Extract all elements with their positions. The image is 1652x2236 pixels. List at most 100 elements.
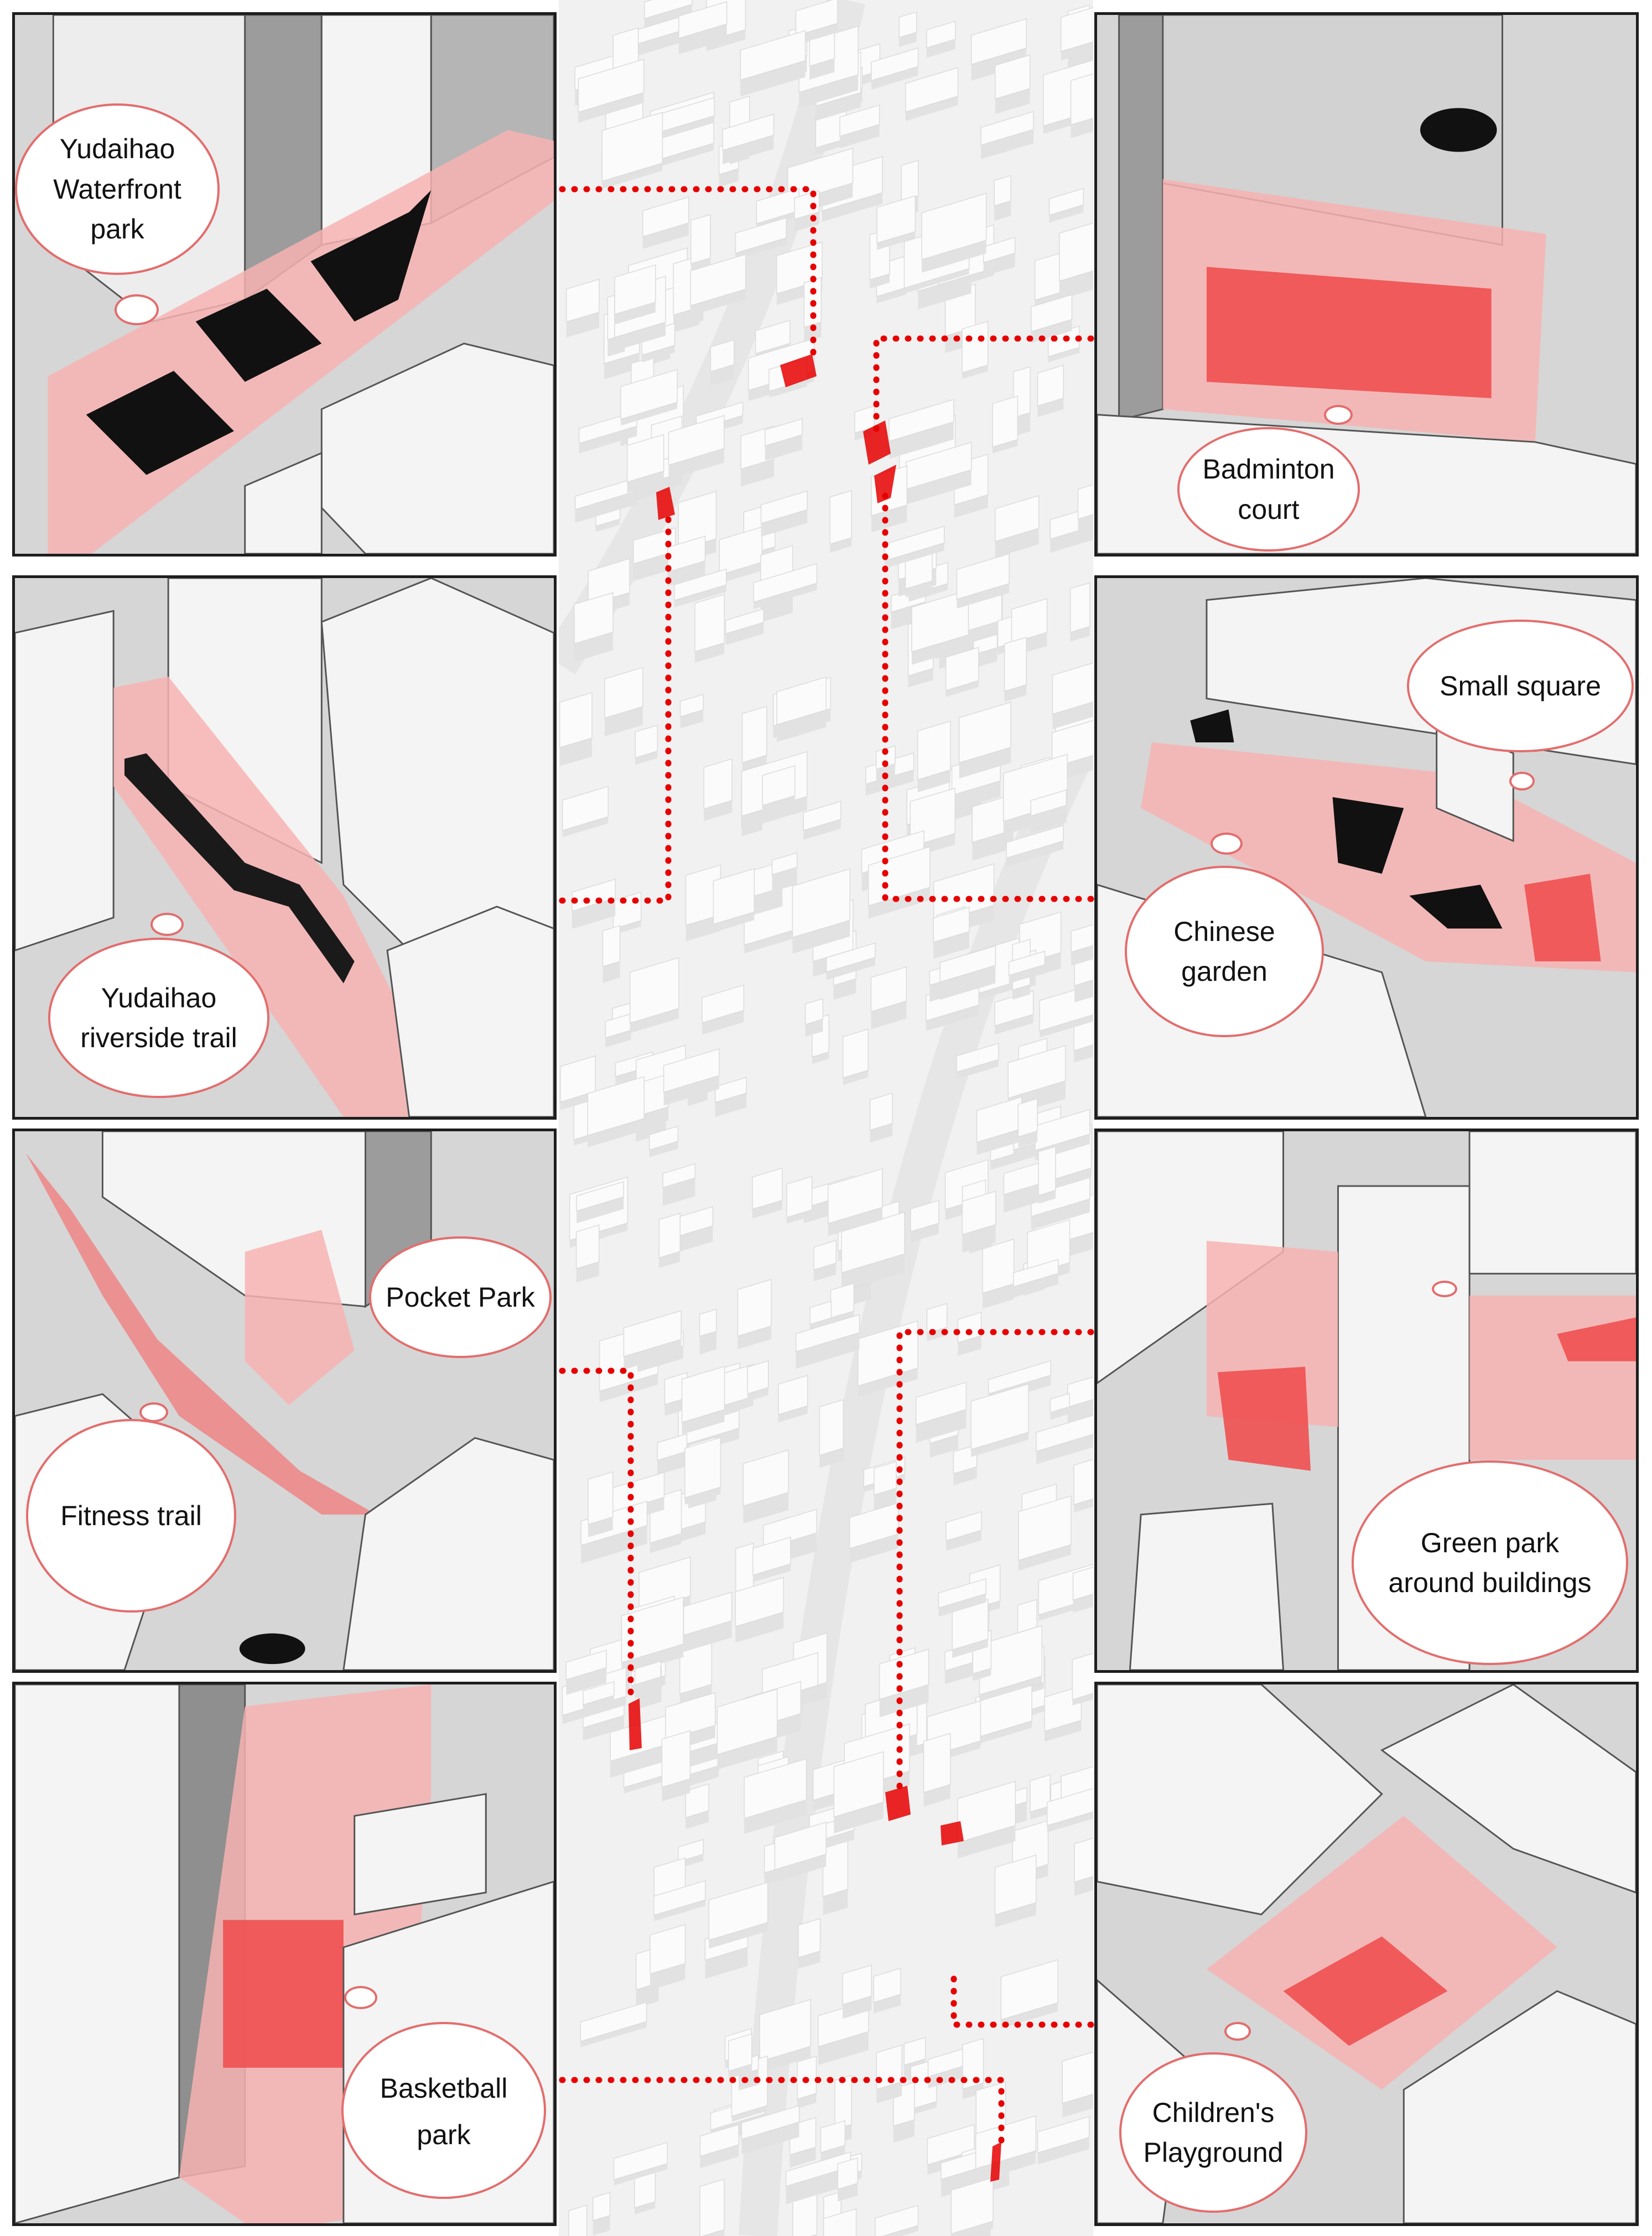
map-building (562, 786, 609, 838)
map-building (752, 1167, 783, 1219)
green-line-2: around buildings (1388, 1567, 1592, 1598)
map-building (905, 67, 959, 121)
map-building (643, 0, 693, 30)
panel-childrens-playground: Children's Playground (1094, 1682, 1639, 2226)
map-building (572, 878, 616, 929)
map-building (604, 667, 643, 737)
waterfront-park-scene (15, 15, 554, 554)
map-building (828, 1168, 883, 1236)
map-building (1004, 636, 1027, 702)
map-building (1050, 1392, 1070, 1420)
map-building (910, 1199, 939, 1242)
map-building (813, 1240, 837, 1282)
site-marker-5 (628, 1698, 642, 1750)
map-building (926, 20, 956, 58)
map-building (956, 1042, 999, 1079)
map-building (620, 369, 678, 426)
map-building (753, 563, 818, 609)
pocket-park-text: Pocket Park (386, 1281, 535, 1313)
map-building (681, 1366, 725, 1435)
map-building (559, 691, 593, 767)
badminton-line-1: Badminton (1202, 454, 1335, 485)
map-building (946, 1511, 982, 1551)
connector-childrens-playground (950, 1966, 1094, 2028)
map-building (992, 395, 1019, 454)
map-building (737, 1278, 772, 1350)
connector-waterfront-park (559, 186, 817, 357)
badminton-court-label: Badminton court (1177, 427, 1360, 552)
map-building (658, 1213, 680, 1268)
map-building (685, 1783, 709, 1829)
green-line-1: Green park (1420, 1527, 1560, 1558)
map-building (1030, 1774, 1051, 1820)
map-building (1047, 1788, 1093, 1833)
map-building (629, 957, 679, 1033)
map-building (804, 998, 824, 1037)
map-building (911, 589, 969, 665)
map-building (983, 236, 1016, 277)
chinese-line-1: Chinese (1173, 916, 1275, 947)
map-building (1017, 1098, 1038, 1148)
map-building (759, 1999, 812, 2073)
map-building (735, 1577, 785, 1643)
map-building (774, 1821, 827, 1883)
map-building (803, 800, 841, 840)
map-building (635, 724, 658, 765)
aerial-city-map (559, 0, 1093, 2236)
map-building (778, 1375, 808, 1423)
chinese-garden-label: Chinese garden (1125, 866, 1324, 1037)
chinese-garden-bubble-tail (1211, 833, 1243, 855)
children-line-2: Playground (1143, 2137, 1284, 2168)
waterfront-line-3: park (90, 214, 144, 245)
map-building (958, 701, 1011, 779)
map-building (889, 399, 954, 459)
map-building (634, 1660, 662, 1699)
map-building (744, 1758, 807, 1834)
map-building (699, 2124, 740, 2169)
map-building (1077, 484, 1093, 537)
map-building (870, 47, 919, 90)
map-building (1000, 1959, 1058, 2029)
map-building (713, 868, 755, 933)
pocket-park-label: Pocket Park (369, 1236, 552, 1358)
panel-badminton-court: Badminton court (1094, 12, 1639, 557)
map-building (933, 906, 970, 959)
map-building (798, 1918, 821, 1969)
map-building (702, 984, 745, 1035)
map-building (601, 112, 663, 189)
map-building (1069, 582, 1090, 642)
site-marker-2 (863, 420, 891, 465)
map-building (833, 1751, 884, 1834)
map-building (575, 1224, 600, 1283)
fitness-trail-text: Fitness trail (60, 1500, 202, 1531)
map-building (714, 1077, 747, 1117)
map-building (939, 945, 996, 1000)
map-building (1018, 1495, 1072, 1571)
panel-chinese-garden: Small square Chinese garden (1094, 575, 1639, 1120)
map-building (786, 1176, 813, 1224)
map-building (679, 694, 704, 729)
map-building (667, 535, 706, 586)
map-building (1037, 2115, 1090, 2165)
map-building (1071, 924, 1093, 966)
map-building (975, 2115, 1036, 2182)
small-square-bubble-tail (1509, 772, 1535, 791)
green-park-label: Green park around buildings (1352, 1460, 1628, 1665)
map-building (580, 2001, 647, 2047)
panel-waterfront-park: Yudaihao Waterfront park (12, 12, 557, 557)
map-building (1036, 1415, 1093, 1464)
map-building (956, 553, 1010, 609)
map-building (875, 2204, 919, 2236)
map-building (614, 264, 656, 325)
map-building (684, 1437, 721, 1505)
map-building (752, 1536, 791, 1583)
fitness-trail-label: Fitness trail (26, 1419, 236, 1613)
map-building (792, 868, 850, 954)
map-building (857, 1320, 918, 1397)
map-building (574, 592, 614, 662)
map-building (623, 1310, 682, 1370)
fitness-trail-bubble-tail (139, 1402, 168, 1422)
map-building (662, 1163, 696, 1206)
map-building (898, 11, 917, 47)
map-building (742, 1449, 789, 1524)
